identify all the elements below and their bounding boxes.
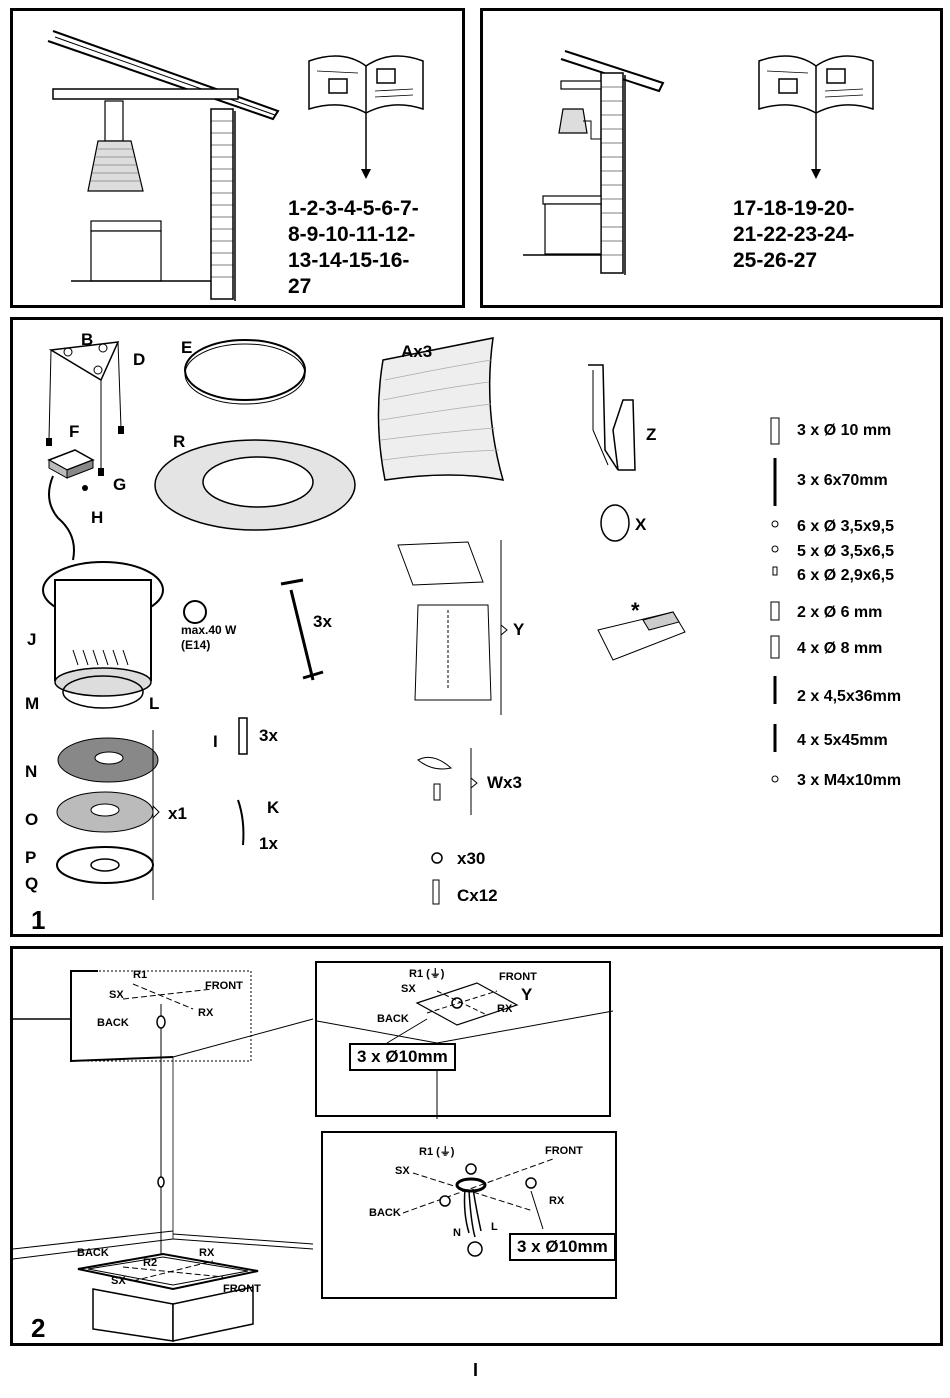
wall-install-illustration: [523, 50, 874, 275]
part-label-a: Ax3: [401, 342, 433, 361]
part-label-w: Wx3: [487, 773, 522, 792]
sequence-line: 13-14-15-16-: [288, 249, 410, 272]
part-label-i: I: [213, 732, 218, 751]
panel-step-2: R1 FRONT SX RX BACK BACK RX R2 SX FRONT …: [10, 946, 943, 1346]
step2-label-back: BACK: [97, 1017, 129, 1029]
part-label-z: Z: [646, 425, 657, 444]
sequence-line: 17-18-19-20-: [733, 197, 855, 220]
inset1-label-front: FRONT: [499, 971, 537, 983]
hardware-item: 4 x 5x45mm: [797, 732, 888, 749]
hardware-item: 6 x Ø 2,9x6,5: [797, 567, 894, 584]
part-label-washers: x30: [457, 849, 486, 868]
inset2-label-rx: RX: [549, 1195, 565, 1207]
part-label-k: K: [267, 798, 280, 817]
inset2-label-front: FRONT: [545, 1145, 583, 1157]
part-label-e: E: [181, 338, 193, 357]
part-label-m: M: [25, 694, 40, 713]
part-label-star: *: [631, 598, 640, 623]
template-drilling-illustration: [316, 982, 614, 1119]
part-label-x1: x1: [168, 804, 187, 823]
inset2-label-l: L: [491, 1221, 498, 1233]
hardware-item: 3 x 6x70mm: [797, 472, 888, 489]
ceiling-install-illustration: [47, 30, 424, 301]
part-label-g: G: [113, 475, 127, 494]
hardware-item: 2 x 4,5x36mm: [797, 688, 902, 705]
hardware-item: 3 x Ø 10 mm: [797, 422, 892, 439]
inset1-label-back: BACK: [377, 1013, 409, 1025]
part-label-j: J: [27, 630, 37, 649]
part-label-b: B: [81, 330, 94, 349]
step-number-2: 2: [31, 1313, 46, 1343]
part-label-n: N: [25, 762, 38, 781]
hardware-item: 5 x Ø 3,5x6,5: [797, 543, 894, 560]
inset2-label-r1: R1 (⏚): [419, 1146, 455, 1158]
part-label-h: H: [91, 508, 104, 527]
drill-spec-box: 3 x Ø10mm: [509, 1233, 616, 1261]
sequence-line: 27: [288, 275, 312, 298]
inset1-label-rx: RX: [497, 1003, 513, 1015]
step2-label-rx: RX: [198, 1007, 214, 1019]
step2-label-sx: SX: [109, 989, 124, 1001]
step-number-1: 1: [31, 905, 46, 935]
sequence-line: 1-2-3-4-5-6-7-: [288, 197, 419, 220]
hardware-item: 2 x Ø 6 mm: [797, 604, 883, 621]
step2-label-front-floor: FRONT: [223, 1283, 261, 1295]
panel-parts-list: B D E Ax3 Z F G R H X J M L max.40 W (E1…: [10, 317, 943, 937]
panel-wall-installation: 17-18-19-20- 21-22-23-24- 25-26-27: [480, 8, 943, 308]
parts-illustration: [42, 337, 780, 905]
part-label-d: D: [133, 350, 146, 369]
page-number: I: [473, 1360, 479, 1380]
hardware-item: 4 x Ø 8 mm: [797, 640, 883, 657]
part-label-o: O: [25, 810, 39, 829]
part-label-x: X: [635, 515, 647, 534]
step2-label-back-floor: BACK: [77, 1247, 109, 1259]
part-label-y: Y: [513, 620, 525, 639]
part-label-l: L: [149, 694, 160, 713]
part-label-rod-qty: 3x: [313, 612, 332, 631]
step2-label-r2: R2: [143, 1257, 158, 1269]
part-label-k-qty: 1x: [259, 834, 278, 853]
step2-label-front: FRONT: [205, 980, 243, 992]
part-label-p: P: [25, 848, 37, 867]
step2-label-rx-floor: RX: [199, 1247, 215, 1259]
step2-label-sx-floor: SX: [111, 1275, 126, 1287]
screw-fixing-illustration: [402, 1158, 554, 1257]
inset2-label-sx: SX: [395, 1165, 410, 1177]
warning-max-wattage: max.40 W: [181, 623, 237, 637]
inset1-label-r1: R1 (⏚): [409, 968, 445, 980]
page-sequence-ceiling: 1-2-3-4-5-6-7- 8-9-10-11-12- 13-14-15-16…: [288, 196, 419, 300]
inset1-label-y: Y: [521, 985, 533, 1004]
part-label-q: Q: [25, 874, 39, 893]
sequence-line: 25-26-27: [733, 249, 818, 272]
page-sequence-wall: 17-18-19-20- 21-22-23-24- 25-26-27: [733, 196, 854, 274]
inset1-label-sx: SX: [401, 983, 416, 995]
sequence-line: 8-9-10-11-12-: [288, 223, 416, 246]
panel-ceiling-installation: 1-2-3-4-5-6-7- 8-9-10-11-12- 13-14-15-16…: [10, 8, 465, 308]
inset-screw-fixing: R1 (⏚) FRONT SX RX BACK N L 3 x Ø10mm: [321, 1131, 617, 1299]
drill-spec-box: 3 x Ø10mm: [349, 1043, 456, 1071]
part-label-c: Cx12: [457, 886, 498, 905]
part-label-i-qty: 3x: [259, 726, 278, 745]
hardware-item: 3 x M4x10mm: [797, 772, 902, 789]
part-label-r: R: [173, 432, 186, 451]
inset-template-drilling: R1 (⏚) FRONT SX Y RX BACK 3 x Ø10mm: [315, 961, 614, 1119]
warning-bulb-type: (E14): [181, 638, 211, 652]
inset2-label-back: BACK: [369, 1207, 401, 1219]
part-label-f: F: [69, 422, 80, 441]
sequence-line: 21-22-23-24-: [733, 223, 855, 246]
inset2-label-n: N: [453, 1227, 461, 1239]
hardware-item: 6 x Ø 3,5x9,5: [797, 518, 894, 535]
step2-label-r1: R1: [133, 969, 148, 981]
step2-room-illustration: [12, 970, 314, 1342]
